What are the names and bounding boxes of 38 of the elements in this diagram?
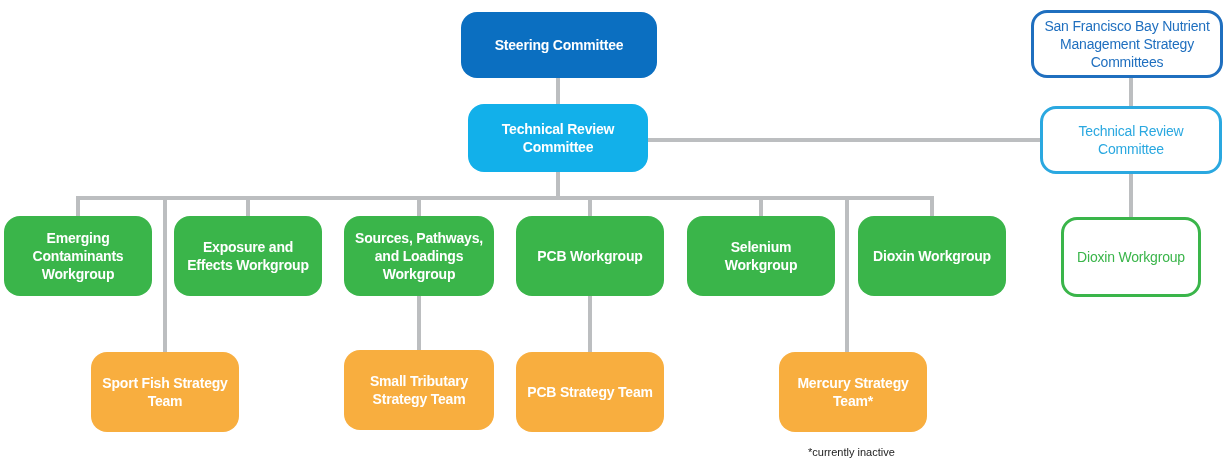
box-label: PCB Strategy Team	[527, 382, 653, 402]
connector-line	[556, 172, 934, 216]
org-box	[516, 352, 664, 432]
org-box	[174, 216, 322, 296]
box-label: Sources, Pathways, and Loadings Workgroup	[354, 228, 484, 284]
box-label: Dioxin Workgroup	[873, 246, 991, 266]
connector-line	[417, 296, 421, 350]
connector-line	[1129, 174, 1133, 217]
box-label: San Francisco Bay Nutrient Management Strategy Committees	[1043, 16, 1211, 72]
box-label: Technical Review Committee	[500, 119, 616, 157]
org-box	[344, 350, 494, 430]
box-label: Emerging Contaminants Workgroup	[31, 228, 125, 284]
connector-line	[1129, 78, 1133, 106]
box-label: Sport Fish Strategy Team	[101, 373, 229, 411]
connector-line	[648, 138, 1040, 142]
org-box	[461, 12, 657, 78]
box-label: Dioxin Workgroup	[1077, 247, 1185, 267]
org-box	[858, 216, 1006, 296]
connector-line	[556, 78, 560, 104]
footnote: *currently inactive	[808, 446, 895, 458]
org-box	[468, 104, 648, 172]
org-box	[1031, 10, 1223, 78]
box-label: Mercury Strategy Team*	[796, 373, 910, 411]
box-label: PCB Workgroup	[537, 246, 643, 266]
box-label: Steering Committee	[494, 35, 624, 55]
connector-line	[588, 296, 592, 352]
box-label: Small Tributary Strategy Team	[368, 371, 470, 409]
box-label: Selenium Workgroup	[723, 237, 799, 275]
box-label: Exposure and Effects Workgroup	[186, 237, 310, 275]
box-label: Technical Review Committee	[1077, 121, 1185, 159]
org-box	[91, 352, 239, 432]
org-box	[1040, 106, 1222, 174]
org-box	[687, 216, 835, 296]
org-box	[516, 216, 664, 296]
org-box	[779, 352, 927, 432]
org-box	[1061, 217, 1201, 297]
org-box	[4, 216, 152, 296]
org-box	[344, 216, 494, 296]
